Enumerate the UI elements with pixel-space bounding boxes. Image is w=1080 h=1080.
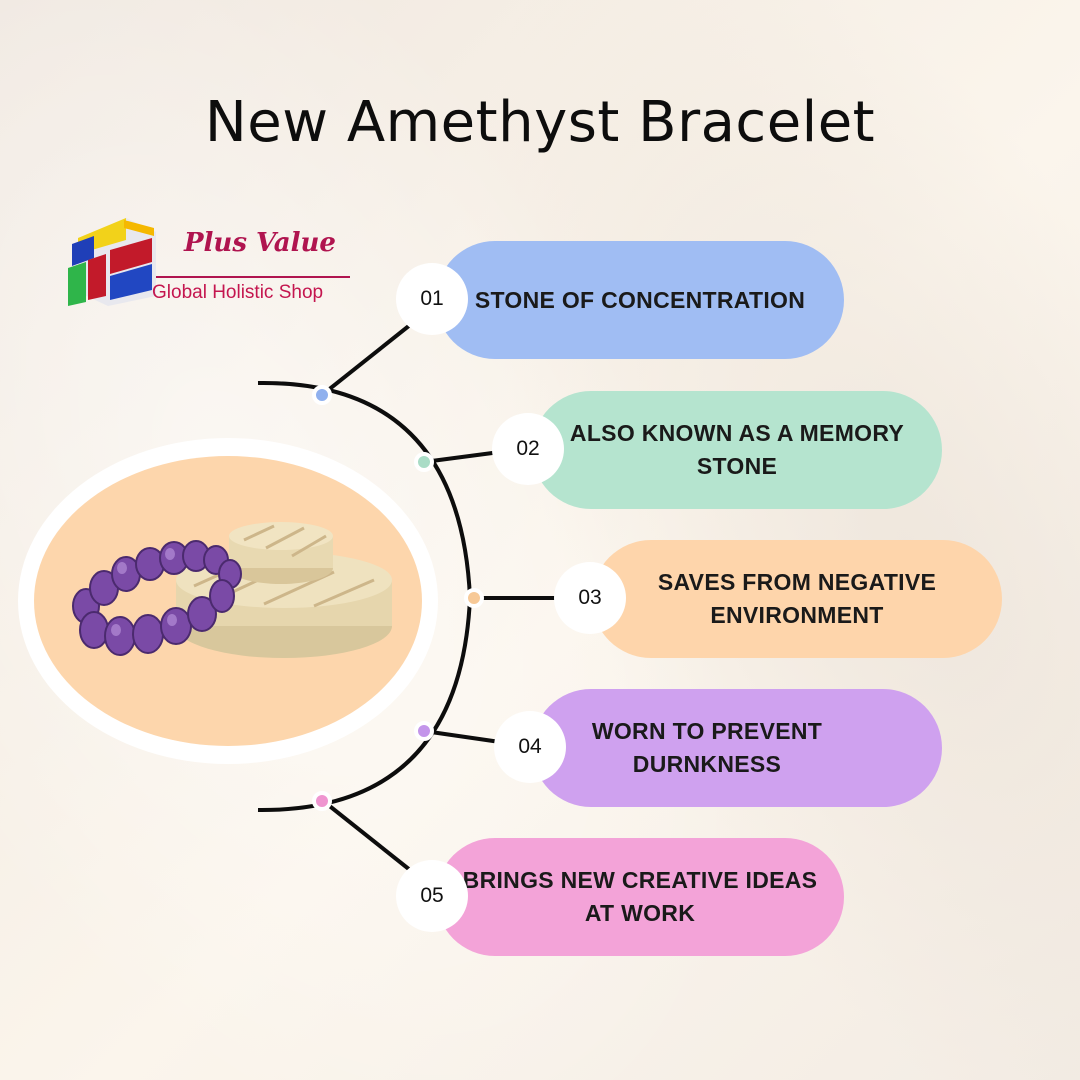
- point-1-number: 01: [396, 263, 468, 335]
- point-4-dot: [414, 721, 434, 741]
- point-3-text: SAVES FROM NEGATIVE ENVIRONMENT: [657, 569, 937, 628]
- point-2-pill: ALSO KNOWN AS A MEMORY STONE: [532, 391, 942, 509]
- point-3-number: 03: [554, 562, 626, 634]
- point-4-number: 04: [494, 711, 566, 783]
- logo-divider: [156, 276, 350, 278]
- point-5-pill: BRINGS NEW CREATIVE IDEAS AT WORK: [436, 838, 844, 956]
- point-1-dot: [312, 385, 332, 405]
- point-4-text: WORN TO PREVENT DURNKNESS: [591, 718, 823, 777]
- point-1-pill: STONE OF CONCENTRATION: [436, 241, 844, 359]
- point-4-pill: WORN TO PREVENT DURNKNESS: [532, 689, 942, 807]
- point-2-dot: [414, 452, 434, 472]
- point-3-dot: [464, 588, 484, 608]
- brand-logo: Plus Value Global Holistic Shop: [64, 210, 354, 310]
- product-photo: [34, 456, 422, 746]
- point-3-pill: SAVES FROM NEGATIVE ENVIRONMENT: [592, 540, 1002, 658]
- point-5-dot: [312, 791, 332, 811]
- point-2-number: 02: [492, 413, 564, 485]
- bracelet-illustration: [72, 522, 392, 658]
- page-title: New Amethyst Bracelet: [204, 90, 876, 155]
- logo-name: Plus Value: [184, 228, 336, 258]
- point-1-text: STONE OF CONCENTRATION: [474, 286, 806, 313]
- point-5-text: BRINGS NEW CREATIVE IDEAS AT WORK: [462, 867, 818, 926]
- point-2-text: ALSO KNOWN AS A MEMORY STONE: [569, 420, 905, 479]
- point-5-number: 05: [396, 860, 468, 932]
- logo-mark-icon: [68, 218, 156, 306]
- logo-tagline: Global Holistic Shop: [152, 282, 324, 303]
